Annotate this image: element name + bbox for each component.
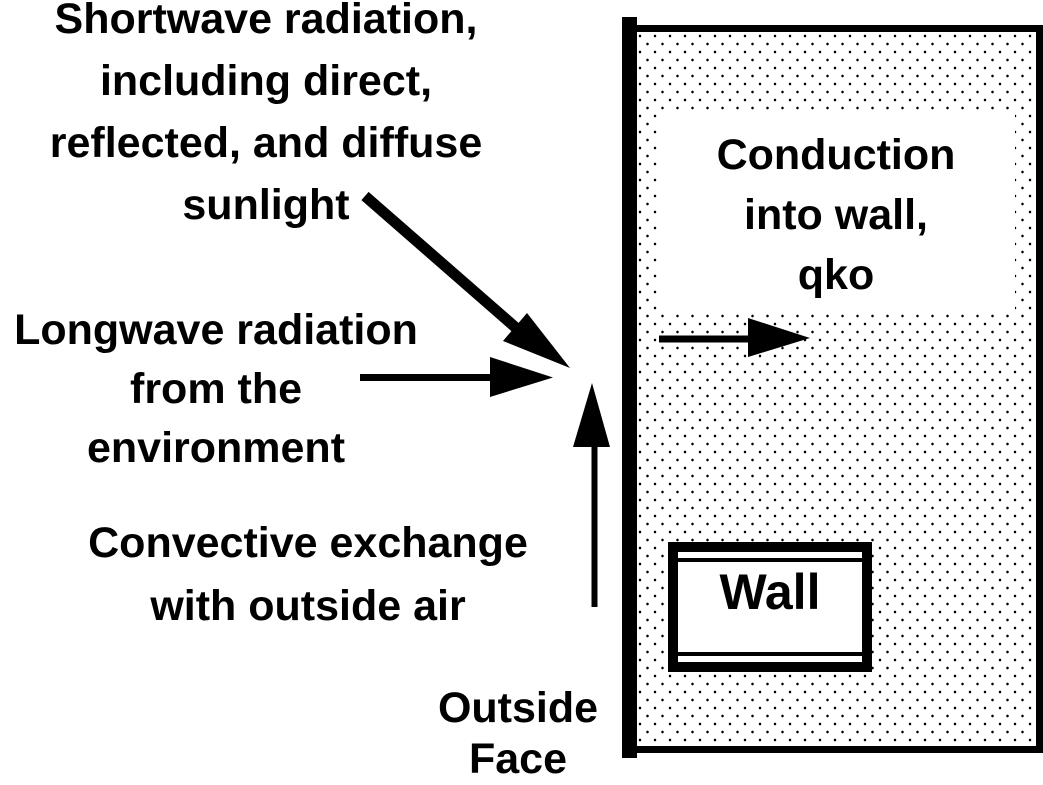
convective-exchange-label: Convective exchange with outside air [58, 512, 558, 638]
label-line: into wall, [744, 191, 928, 239]
label-line: reflected, and diffuse [49, 119, 483, 167]
label-line: Longwave radiation [14, 306, 418, 354]
label-line: Conduction [716, 131, 956, 179]
label-line: with outside air [150, 582, 466, 630]
longwave-radiation-label: Longwave radiation from the environment [0, 301, 446, 478]
label-line: from the [130, 365, 302, 413]
label-line: sunlight [182, 181, 350, 229]
label-line: Convective exchange [88, 519, 528, 567]
label-line: Shortwave radiation, [54, 0, 478, 43]
outside-face-label: Outside Face [403, 683, 633, 785]
label-line: Face [468, 735, 567, 783]
outside-face-surface-bar [622, 17, 637, 758]
wall-name-box: Wall [668, 542, 872, 672]
label-line: qko [797, 251, 875, 299]
conduction-into-wall-label: Conduction into wall, qko [657, 110, 1015, 313]
shortwave-radiation-label: Shortwave radiation, including direct, r… [6, 0, 526, 236]
label-line: environment [86, 424, 346, 472]
label-line: Outside [437, 684, 599, 732]
wall-label: Wall [719, 564, 821, 620]
label-line: including direct, [99, 57, 433, 105]
wall-name-box-inner: Wall [678, 558, 862, 656]
convective-arrow [573, 383, 610, 607]
